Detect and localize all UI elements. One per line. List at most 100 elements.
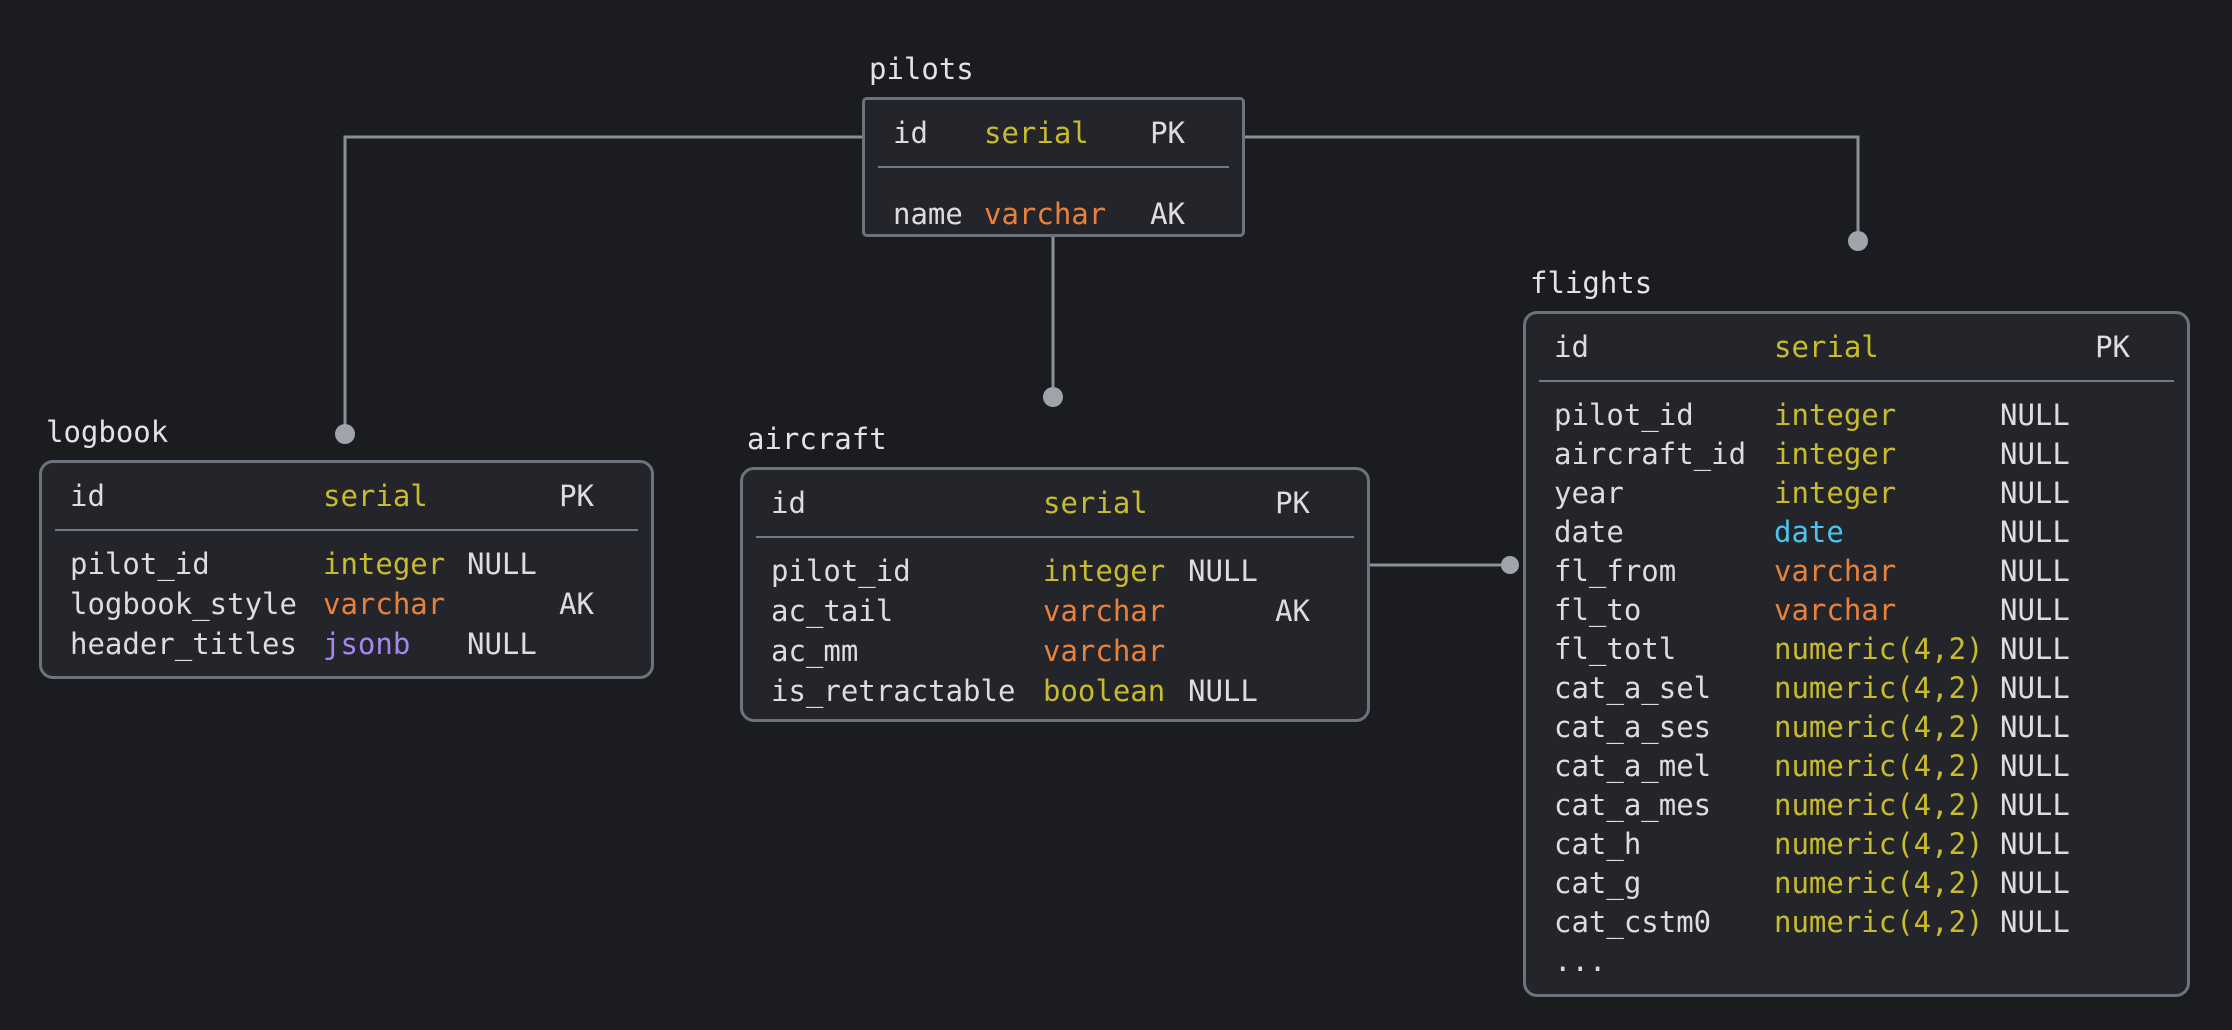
- column-row: header_titles jsonb NULL: [42, 624, 651, 664]
- table-title: logbook: [46, 415, 169, 449]
- column-name: year: [1554, 475, 1624, 510]
- header-divider: [55, 529, 638, 531]
- column-name: fl_totl: [1554, 631, 1677, 666]
- column-name: name: [893, 197, 963, 231]
- column-type: numeric(4,2): [1774, 826, 1984, 861]
- connection-endpoint-dot: [1043, 387, 1063, 407]
- column-type: serial: [323, 479, 428, 513]
- column-name: id: [1554, 330, 1589, 364]
- column-name: date: [1554, 514, 1624, 549]
- column-name: cat_cstm0: [1554, 904, 1712, 939]
- column-key-badge: PK: [559, 479, 594, 513]
- connection-endpoint-dot: [1848, 231, 1868, 251]
- column-name: pilot_id: [1554, 397, 1694, 432]
- column-row: name varchar AK: [865, 181, 1242, 234]
- column-row: id serial PK: [1526, 314, 2187, 380]
- header-divider: [756, 536, 1354, 538]
- column-null-flag: NULL: [2000, 709, 2070, 744]
- column-key-badge: PK: [2095, 330, 2130, 364]
- column-type: serial: [1774, 330, 1879, 364]
- column-null-flag: NULL: [2000, 904, 2070, 939]
- column-type: jsonb: [323, 627, 411, 661]
- table-body: name varchar AK: [865, 168, 1242, 234]
- column-type: numeric(4,2): [1774, 787, 1984, 822]
- column-row: cat_cstm0 numeric(4,2) NULL: [1526, 902, 2187, 941]
- column-null-flag: NULL: [2000, 514, 2070, 549]
- column-name: cat_g: [1554, 865, 1642, 900]
- table-title: pilots: [869, 52, 974, 86]
- column-type: integer: [1774, 397, 1897, 432]
- column-type: numeric(4,2): [1774, 904, 1984, 939]
- column-name: ...: [1554, 943, 1607, 978]
- column-type: varchar: [1043, 594, 1166, 628]
- column-key-badge: PK: [1150, 116, 1185, 150]
- column-type: numeric(4,2): [1774, 631, 1984, 666]
- column-name: pilot_id: [771, 554, 911, 588]
- column-null-flag: NULL: [2000, 670, 2070, 705]
- column-null-flag: NULL: [1188, 674, 1258, 708]
- relationship-line-pilots-logbook: [343, 135, 862, 430]
- column-name: is_retractable: [771, 674, 1016, 708]
- column-key-badge: AK: [559, 587, 594, 621]
- column-null-flag: NULL: [2000, 553, 2070, 588]
- column-row: cat_a_mes numeric(4,2) NULL: [1526, 785, 2187, 824]
- column-name: cat_a_mes: [1554, 787, 1712, 822]
- header-divider: [1539, 380, 2174, 382]
- connection-endpoint-dot: [1501, 556, 1519, 574]
- column-type: integer: [1774, 475, 1897, 510]
- column-type: varchar: [1774, 553, 1897, 588]
- column-type: numeric(4,2): [1774, 670, 1984, 705]
- column-row: year integer NULL: [1526, 473, 2187, 512]
- table-title: aircraft: [747, 422, 887, 456]
- column-type: integer: [323, 547, 446, 581]
- column-null-flag: NULL: [2000, 592, 2070, 627]
- column-type: varchar: [984, 197, 1107, 231]
- column-type: varchar: [323, 587, 446, 621]
- column-key-badge: AK: [1275, 594, 1310, 628]
- column-row: cat_h numeric(4,2) NULL: [1526, 824, 2187, 863]
- column-name: cat_h: [1554, 826, 1642, 861]
- column-null-flag: NULL: [1188, 554, 1258, 588]
- column-key-badge: AK: [1150, 197, 1185, 231]
- column-null-flag: NULL: [467, 547, 537, 581]
- column-name: fl_from: [1554, 553, 1677, 588]
- column-name: id: [771, 486, 806, 520]
- column-type: varchar: [1043, 634, 1166, 668]
- column-name: fl_to: [1554, 592, 1642, 627]
- column-name: header_titles: [70, 627, 297, 661]
- column-null-flag: NULL: [2000, 748, 2070, 783]
- column-type: varchar: [1774, 592, 1897, 627]
- column-row: fl_to varchar NULL: [1526, 590, 2187, 629]
- column-null-flag: NULL: [2000, 787, 2070, 822]
- column-name: cat_a_ses: [1554, 709, 1712, 744]
- column-null-flag: NULL: [2000, 475, 2070, 510]
- column-null-flag: NULL: [2000, 397, 2070, 432]
- relationship-line-pilots-flights: [1245, 135, 1860, 236]
- column-null-flag: NULL: [467, 627, 537, 661]
- column-null-flag: NULL: [2000, 826, 2070, 861]
- column-type: numeric(4,2): [1774, 865, 1984, 900]
